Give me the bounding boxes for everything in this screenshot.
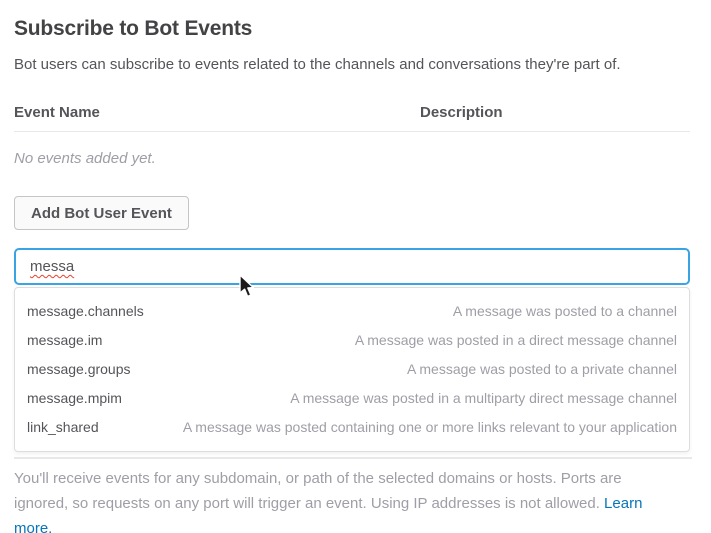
- suggestion-message-channels[interactable]: message.channels A message was posted to…: [15, 297, 689, 326]
- events-table-header: Event Name Description: [14, 103, 690, 123]
- event-description-label: A message was posted to a channel: [452, 303, 677, 319]
- event-name-label: message.mpim: [27, 390, 122, 406]
- suggestion-message-mpim[interactable]: message.mpim A message was posted in a m…: [15, 384, 689, 413]
- event-suggestions-dropdown: message.channels A message was posted to…: [14, 287, 690, 452]
- event-description-label: A message was posted containing one or m…: [182, 419, 677, 435]
- suggestion-link-shared[interactable]: link_shared A message was posted contain…: [15, 413, 689, 442]
- event-description-label: A message was posted in a direct message…: [354, 332, 677, 348]
- empty-events-message: No events added yet.: [14, 150, 156, 167]
- page-subtitle: Bot users can subscribe to events relate…: [14, 56, 621, 73]
- event-description-label: A message was posted in a multiparty dir…: [290, 390, 677, 406]
- event-description-label: A message was posted to a private channe…: [406, 361, 677, 377]
- event-name-label: message.channels: [27, 303, 144, 319]
- suggestion-message-im[interactable]: message.im A message was posted in a dir…: [15, 326, 689, 355]
- column-header-event-name: Event Name: [14, 104, 100, 121]
- table-header-divider: [14, 131, 690, 132]
- suggestion-message-groups[interactable]: message.groups A message was posted to a…: [15, 355, 689, 384]
- page-title: Subscribe to Bot Events: [14, 17, 253, 40]
- event-search-input[interactable]: messa: [14, 248, 690, 285]
- subscribe-bot-events-section: Subscribe to Bot Events Bot users can su…: [0, 15, 692, 533]
- event-name-label: link_shared: [27, 419, 99, 435]
- footer-note: You'll receive events for any subdomain,…: [14, 466, 674, 533]
- add-bot-user-event-button[interactable]: Add Bot User Event: [14, 196, 189, 230]
- search-input-value: messa: [30, 258, 75, 275]
- learn-more-link[interactable]: Learn more.: [14, 495, 643, 533]
- event-search-area: messa message.channels A message was pos…: [14, 248, 690, 452]
- column-header-description: Description: [420, 104, 503, 121]
- section-divider: [14, 457, 692, 459]
- event-name-label: message.im: [27, 332, 103, 348]
- event-name-label: message.groups: [27, 361, 131, 377]
- footer-note-text: You'll receive events for any subdomain,…: [14, 470, 622, 512]
